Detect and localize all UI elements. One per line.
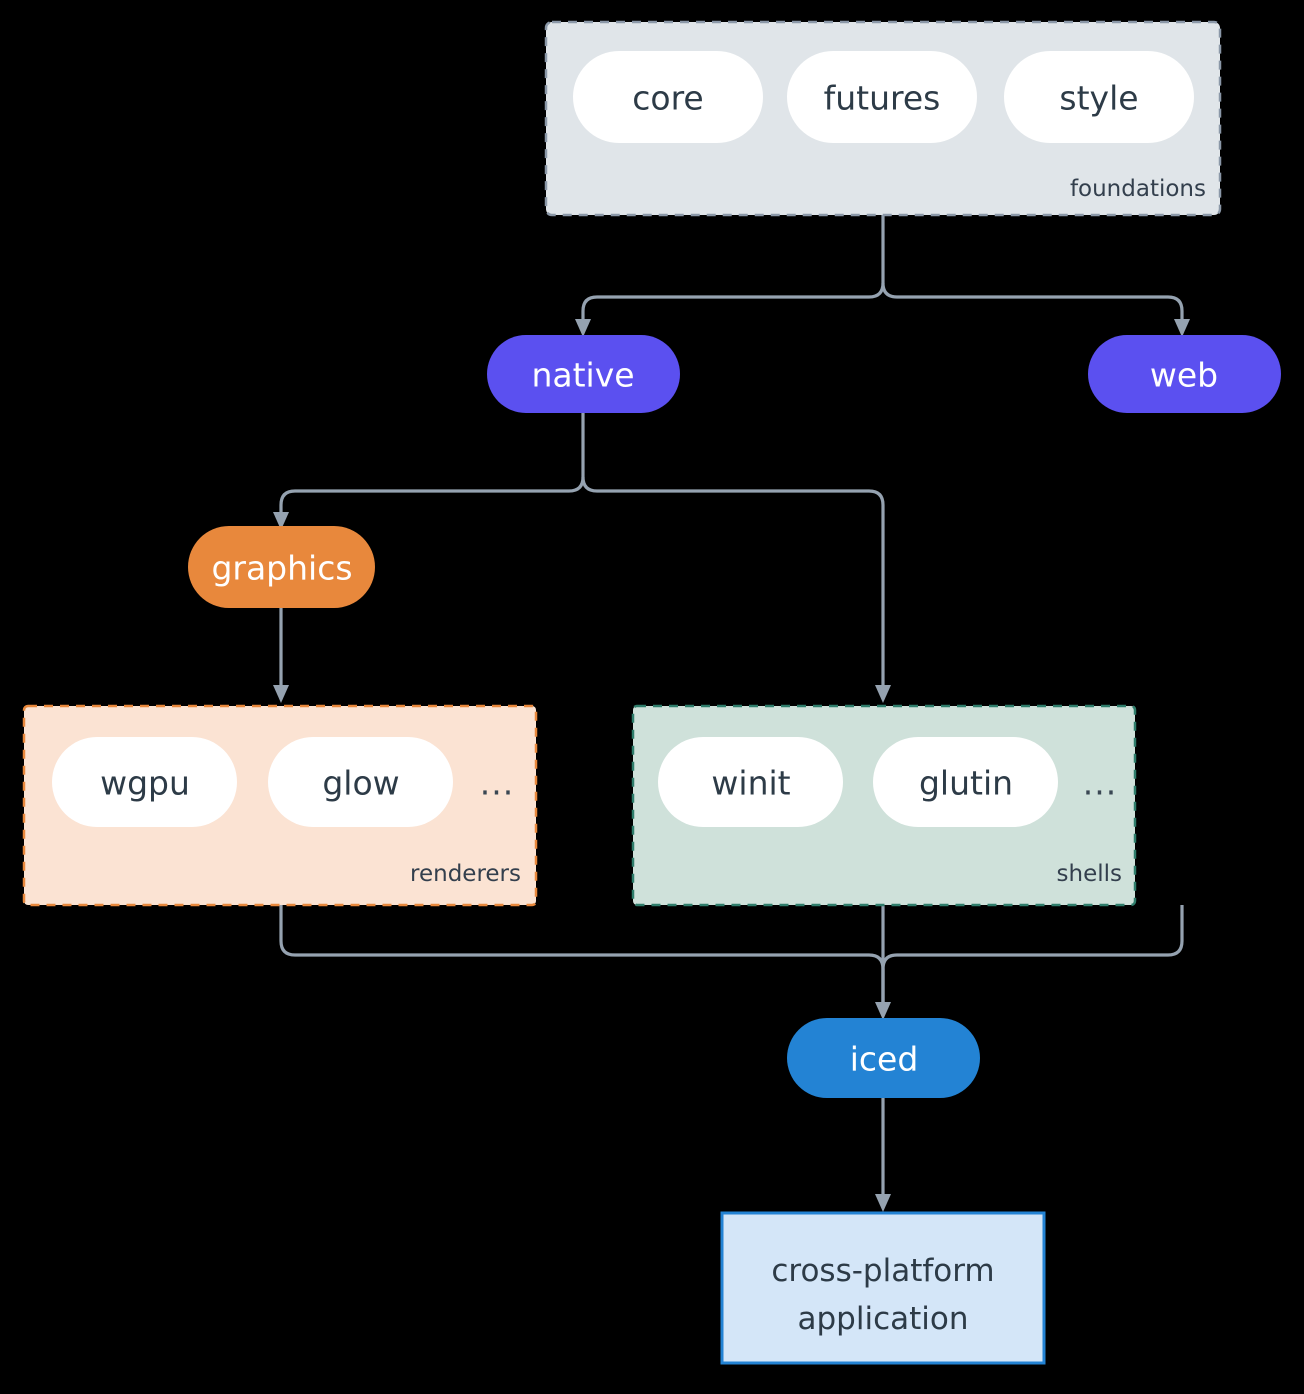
node-glutin[interactable]: [873, 737, 1058, 827]
node-application-shape: [720, 1211, 1046, 1365]
edge-iced-to-application: [875, 1098, 891, 1212]
arrowhead-application: [875, 1194, 891, 1212]
group-shells[interactable]: winit glutin ... shells: [631, 704, 1137, 907]
group-label-foundations: foundations: [1070, 176, 1206, 202]
node-core[interactable]: [573, 51, 763, 143]
edge-foundations-to-native-web: [575, 215, 1190, 337]
group-renderers[interactable]: wgpu glow ... renderers: [22, 704, 538, 907]
node-application[interactable]: cross-platform application: [720, 1211, 1046, 1365]
group-foundations[interactable]: core futures style foundations: [544, 20, 1222, 217]
node-glow-label: glow: [322, 764, 399, 803]
node-style-label: style: [1059, 79, 1138, 118]
renderers-more-ellipsis: ...: [480, 764, 514, 803]
node-graphics-shape: [188, 526, 375, 608]
node-application-label-line2: application: [798, 1301, 969, 1337]
arrowhead-renderers: [273, 685, 289, 703]
node-web-shape: [1088, 335, 1281, 413]
node-native[interactable]: native: [487, 335, 680, 413]
shells-more-ellipsis: ...: [1083, 764, 1117, 803]
node-winit-label: winit: [711, 764, 790, 803]
node-core-label: core: [632, 79, 703, 118]
edge-segment-to-native: [581, 282, 885, 325]
node-iced-shape: [787, 1018, 980, 1098]
node-graphics[interactable]: graphics: [188, 526, 375, 608]
arrowhead-shells: [875, 685, 891, 703]
node-iced[interactable]: iced: [787, 1018, 980, 1098]
edge-graphics-to-renderers: [273, 608, 289, 703]
node-glutin-label: glutin: [919, 764, 1013, 803]
node-native-label: native: [531, 356, 634, 395]
node-futures[interactable]: [787, 51, 977, 143]
arrowhead-graphics: [273, 512, 289, 530]
node-winit[interactable]: [658, 737, 843, 827]
node-iced-label: iced: [850, 1040, 919, 1079]
arrowhead-native: [575, 319, 591, 337]
edge-segment-to-graphics: [279, 476, 585, 518]
node-web-label: web: [1150, 356, 1218, 395]
node-wgpu-label: wgpu: [100, 764, 190, 803]
node-application-label-line1: cross-platform: [771, 1253, 994, 1289]
node-native-shape: [487, 335, 680, 413]
group-label-shells: shells: [1057, 861, 1122, 887]
arrowhead-web: [1174, 319, 1190, 337]
edge-native-to-graphics-shells: [273, 412, 891, 703]
node-wgpu[interactable]: [52, 737, 237, 827]
node-web[interactable]: web: [1088, 335, 1281, 413]
node-glow[interactable]: [268, 737, 453, 827]
node-futures-label: futures: [824, 79, 941, 118]
group-label-renderers: renderers: [410, 861, 521, 887]
edge-segment-to-shells: [581, 476, 885, 690]
node-style[interactable]: [1004, 51, 1194, 143]
arrowhead-iced: [875, 1002, 891, 1020]
edge-merge-to-iced: [279, 905, 1184, 1020]
node-graphics-label: graphics: [211, 549, 352, 588]
edge-segment-to-web: [881, 282, 1184, 325]
